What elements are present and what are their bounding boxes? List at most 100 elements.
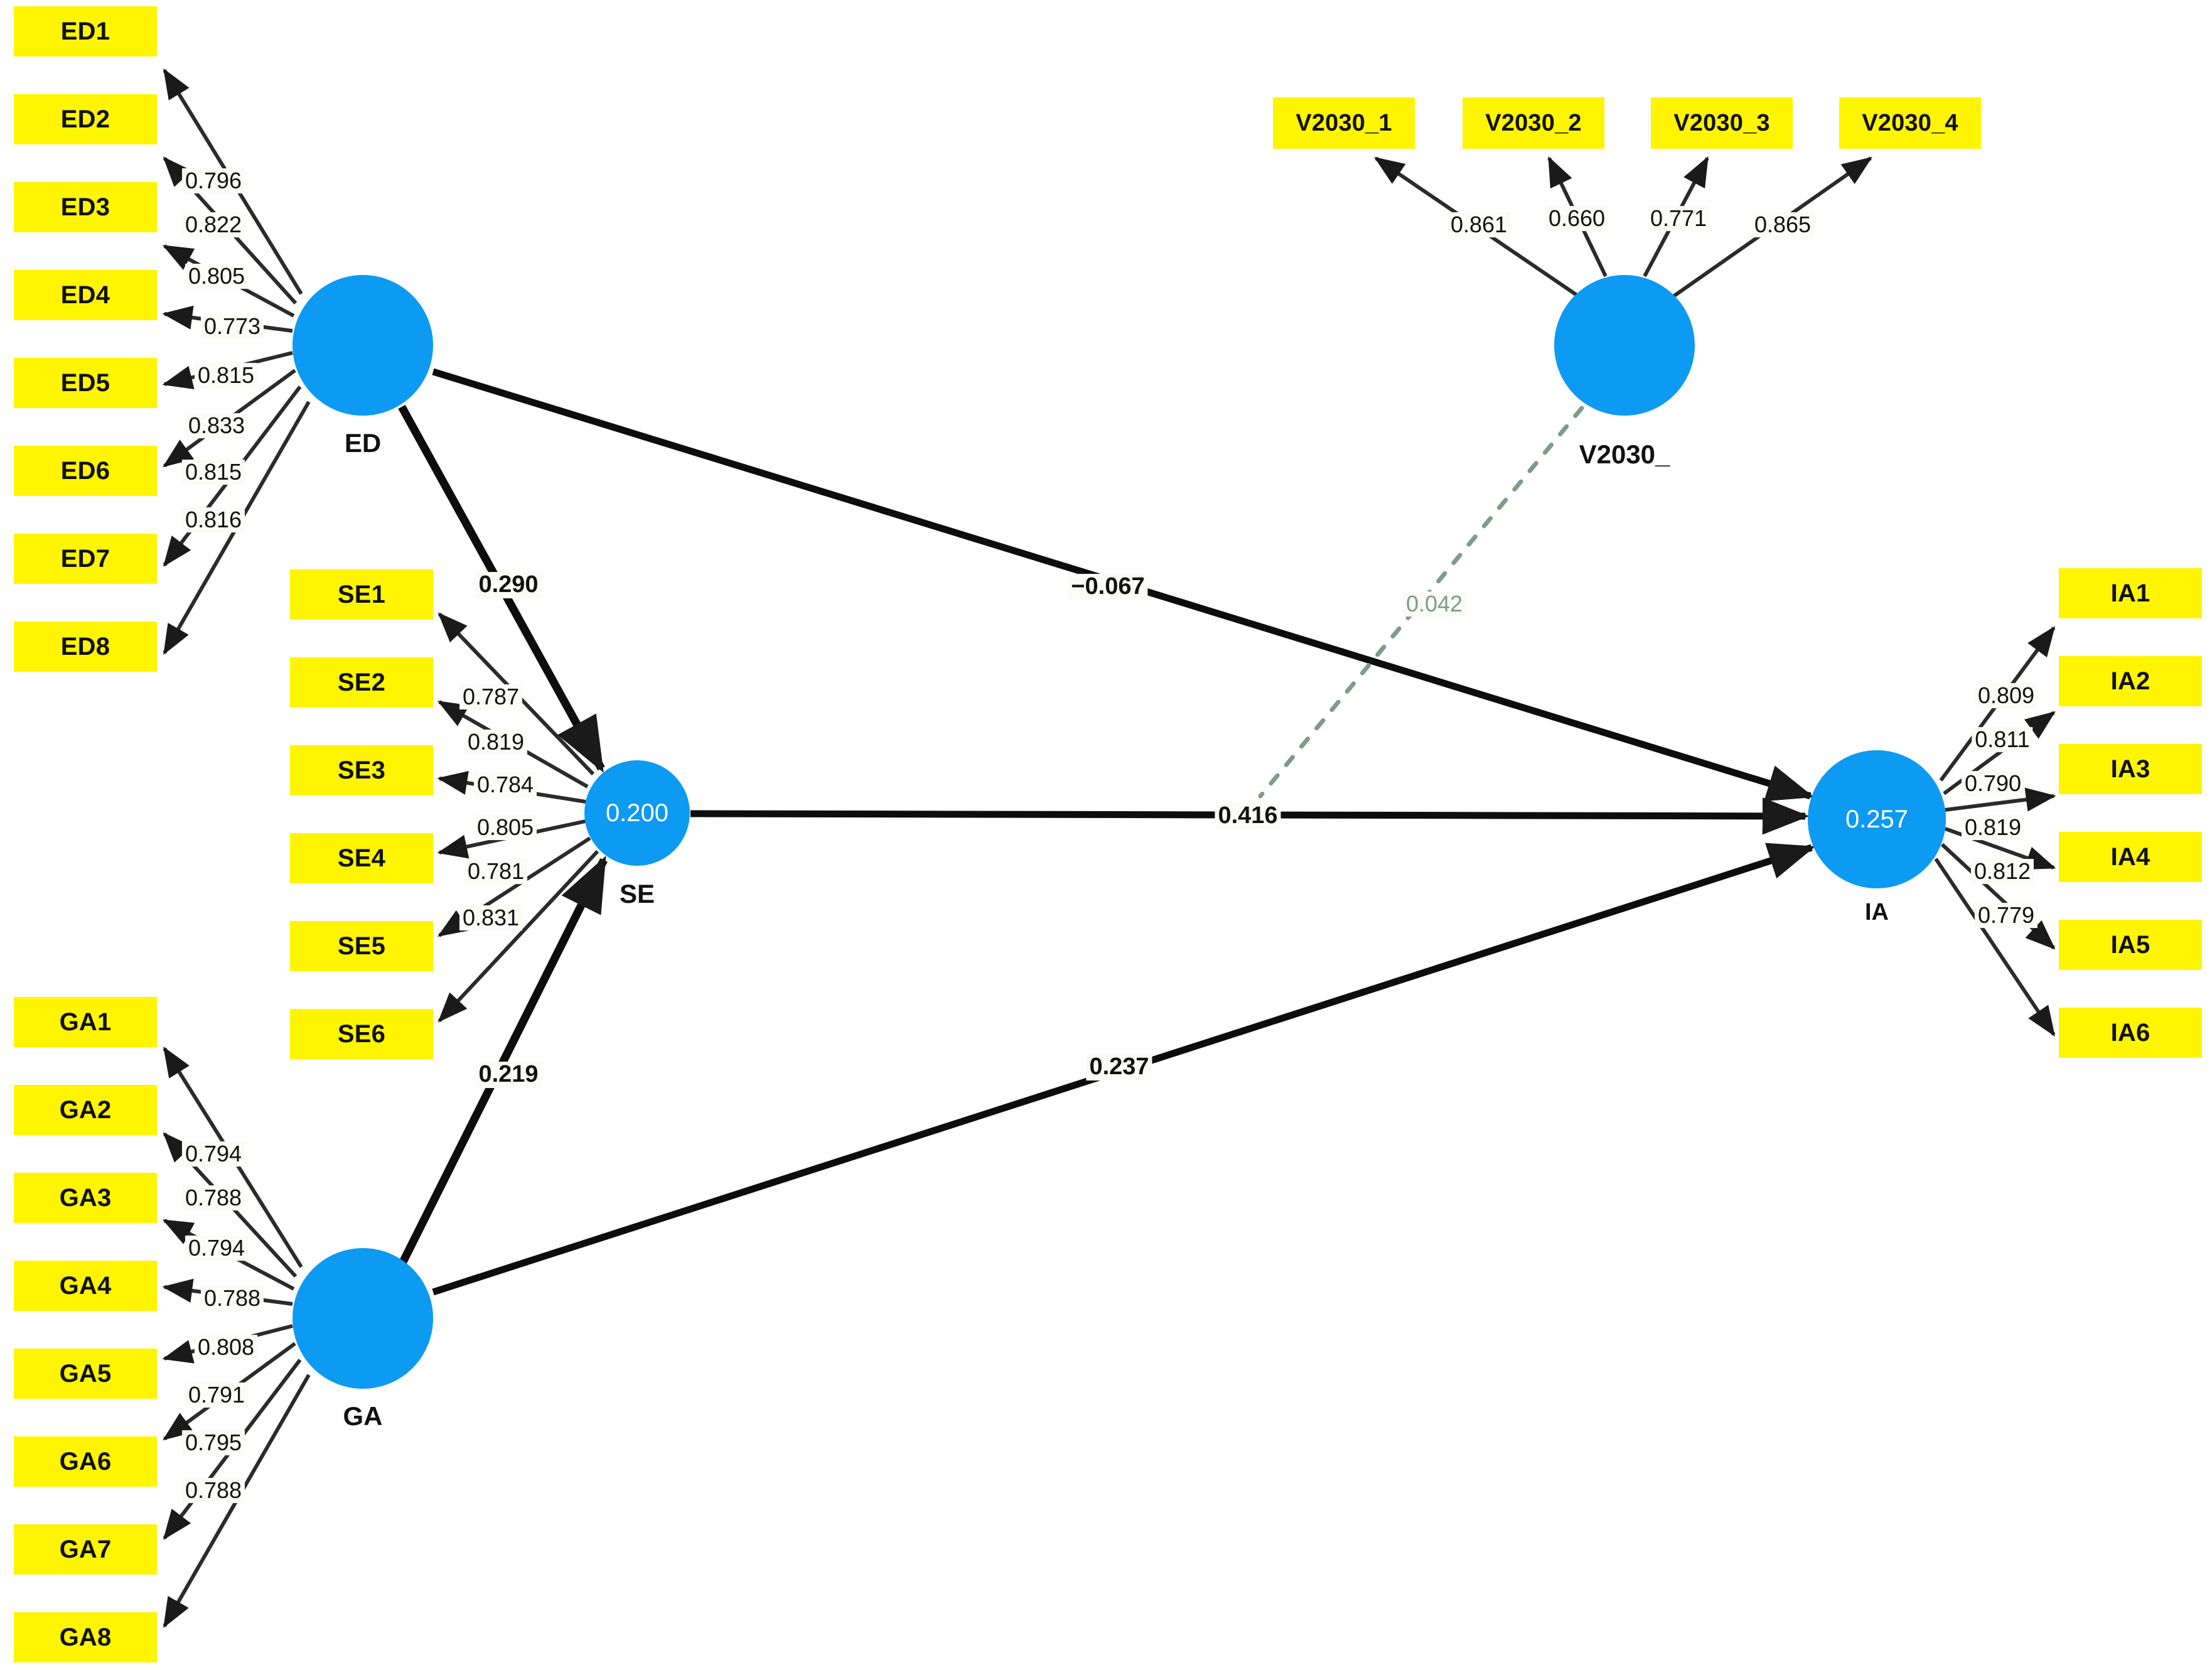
indicator-se2[interactable]: SE2: [290, 657, 433, 708]
coefficient-value: 0.416: [1218, 802, 1278, 829]
latent-circle-se[interactable]: 0.200: [584, 760, 690, 866]
indicator-ga3[interactable]: GA3: [14, 1173, 157, 1223]
latent-name: IA: [1865, 899, 1889, 925]
loading-value: 0.812: [1973, 858, 2031, 885]
indicator-se1[interactable]: SE1: [290, 569, 433, 620]
coefficient-value: 0.237: [1089, 1053, 1149, 1080]
indicator-ga1[interactable]: GA1: [14, 997, 157, 1047]
latent-r2-value: 0.257: [1845, 805, 1909, 833]
measurement-edges-ed: [162, 68, 311, 655]
loading-value: 0.809: [1977, 682, 2035, 709]
loading-value: 0.788: [203, 1285, 261, 1312]
indicator-label: IA1: [2110, 579, 2150, 607]
loading-label-v2030-4: 0.865: [1751, 212, 1815, 237]
loading-label-ga2: 0.788: [181, 1185, 245, 1211]
loading-value: 0.833: [188, 412, 245, 439]
latent-label-ga: GA: [343, 1401, 383, 1431]
latent-name: ED: [344, 428, 382, 458]
loading-label-ia5: 0.812: [1970, 858, 2034, 885]
loading-label-ga6: 0.791: [185, 1382, 249, 1408]
indicator-ga7[interactable]: GA7: [14, 1524, 157, 1575]
latent-circle-ga[interactable]: [293, 1248, 433, 1389]
indicator-ed2[interactable]: ED2: [14, 94, 157, 144]
loading-label-ed3: 0.805: [185, 264, 249, 289]
indicator-label: IA4: [2110, 843, 2150, 871]
loading-label-ga4: 0.788: [200, 1285, 264, 1312]
latent-circle-v2030[interactable]: [1554, 275, 1695, 416]
indicator-ga6[interactable]: GA6: [14, 1436, 157, 1487]
loading-value: 0.794: [185, 1141, 242, 1167]
indicator-ed7[interactable]: ED7: [14, 534, 157, 584]
loading-value: 0.779: [1977, 902, 2035, 929]
loading-label-ia2: 0.811: [1972, 726, 2033, 753]
indicator-v2030-2[interactable]: V2030_2: [1463, 97, 1604, 149]
indicator-ia6[interactable]: IA6: [2059, 1008, 2202, 1058]
indicator-ga2[interactable]: GA2: [14, 1085, 157, 1135]
indicator-label: IA2: [2110, 667, 2150, 695]
loading-value: 0.819: [1964, 814, 2022, 841]
indicator-ia4[interactable]: IA4: [2059, 832, 2202, 882]
indicator-ga4[interactable]: GA4: [14, 1261, 157, 1311]
indicator-ed1[interactable]: ED1: [14, 6, 157, 57]
indicator-label: SE3: [337, 756, 386, 784]
indicator-ed5[interactable]: ED5: [14, 358, 157, 408]
loading-label-ga5: 0.808: [194, 1334, 258, 1360]
loading-value: 0.795: [185, 1430, 242, 1456]
loading-value: 0.660: [1548, 205, 1606, 232]
loading-label-v2030-1: 0.861: [1447, 212, 1511, 237]
indicator-v2030-1[interactable]: V2030_1: [1273, 97, 1415, 149]
loading-value: 0.822: [185, 212, 242, 238]
indicator-ga8[interactable]: GA8: [14, 1612, 157, 1662]
loading-value: 0.815: [185, 459, 242, 485]
latent-label-ed: ED: [345, 428, 381, 458]
indicator-ia5[interactable]: IA5: [2059, 920, 2202, 970]
coefficient-value: 0.290: [478, 571, 539, 598]
loading-label-ed5: 0.815: [194, 363, 258, 388]
indicator-v2030-4[interactable]: V2030_4: [1839, 97, 1981, 149]
indicator-ia1[interactable]: IA1: [2059, 568, 2202, 618]
loading-value: 0.811: [1975, 726, 2030, 753]
indicator-label: SE4: [337, 844, 386, 872]
indicator-v2030-3[interactable]: V2030_3: [1651, 97, 1793, 149]
indicator-ed8[interactable]: ED8: [14, 622, 157, 672]
path-coefficient-ed-ia: −0.067: [1068, 573, 1148, 600]
path-coefficient-v2030-moderation: 0.042: [1402, 591, 1466, 617]
loading-label-ed8: 0.816: [181, 507, 245, 532]
loading-value: 0.808: [197, 1334, 255, 1360]
loading-value: 0.805: [476, 814, 534, 841]
latent-name: GA: [343, 1401, 383, 1431]
coefficient-value: 0.219: [478, 1061, 539, 1088]
indicator-se5[interactable]: SE5: [290, 921, 433, 971]
indicator-ia2[interactable]: IA2: [2059, 656, 2202, 706]
loading-value: 0.788: [185, 1185, 242, 1211]
loading-value: 0.773: [203, 313, 261, 340]
indicator-se4[interactable]: SE4: [290, 833, 433, 883]
indicator-ed6[interactable]: ED6: [14, 446, 157, 496]
latent-label-ia: IA: [1865, 899, 1889, 926]
indicator-label: IA3: [2110, 755, 2150, 783]
indicator-label: GA1: [59, 1008, 112, 1036]
loading-label-v2030-3: 0.771: [1646, 206, 1710, 231]
coefficient-value: 0.042: [1405, 591, 1463, 617]
loading-value: 0.791: [188, 1382, 245, 1408]
indicator-se3[interactable]: SE3: [290, 745, 433, 795]
coefficient-value: −0.067: [1071, 573, 1145, 600]
indicator-label: ED6: [60, 456, 110, 485]
indicator-ia3[interactable]: IA3: [2059, 744, 2202, 794]
indicator-ga5[interactable]: GA5: [14, 1349, 157, 1399]
indicator-ed3[interactable]: ED3: [14, 182, 157, 232]
loading-label-se1: 0.787: [459, 684, 523, 709]
loading-value: 0.788: [185, 1477, 242, 1504]
indicator-label: V2030_4: [1862, 109, 1958, 136]
loading-label-se4: 0.805: [473, 814, 537, 841]
loading-label-v2030-2: 0.660: [1545, 205, 1609, 232]
latent-circle-ed[interactable]: [293, 275, 433, 416]
latent-circle-ia[interactable]: 0.257: [1808, 750, 1946, 888]
indicator-se6[interactable]: SE6: [290, 1009, 433, 1059]
indicator-label: ED4: [60, 281, 110, 309]
indicator-ed4[interactable]: ED4: [14, 270, 157, 320]
indicator-label: ED1: [60, 17, 110, 45]
indicator-label: SE1: [337, 580, 386, 608]
path-coefficient-ed-se: 0.290: [475, 571, 542, 598]
